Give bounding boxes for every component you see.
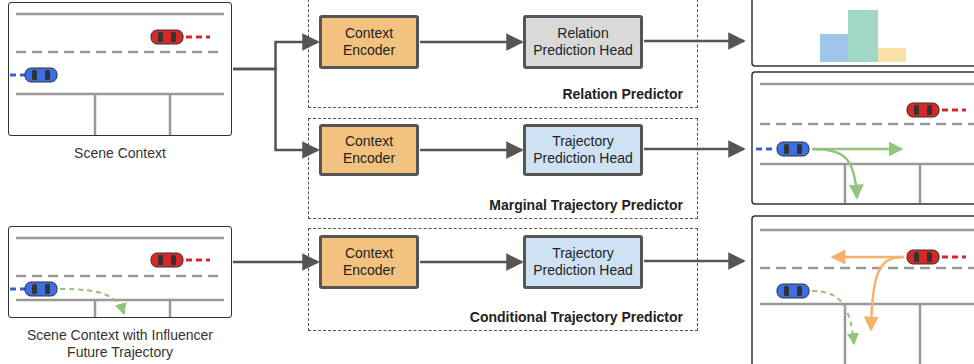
head-box: Trajectory Prediction Head: [523, 235, 643, 289]
encoder-box: Context Encoder: [319, 235, 419, 289]
group-label: Marginal Trajectory Predictor: [489, 197, 683, 214]
blue-car: [25, 68, 57, 82]
connector: [420, 149, 522, 152]
predictor-group: Relation Predictor Context Encoder Relatio…: [308, 0, 698, 108]
box-label: Context Encoder: [328, 25, 410, 59]
box-label: Context Encoder: [328, 133, 410, 167]
blue-car: [777, 284, 809, 298]
blue-car: [777, 142, 809, 156]
red-car: [907, 250, 939, 264]
red-car: [907, 103, 939, 117]
panel-caption: Scene Context with Influencer Future Tra…: [10, 327, 230, 361]
connector: [233, 69, 318, 150]
box-label: Trajectory Prediction Head: [532, 133, 634, 167]
connector: [233, 261, 318, 264]
group-label: Conditional Trajectory Predictor: [470, 309, 683, 326]
panel-caption: Scene Context: [10, 145, 230, 162]
connector: [420, 41, 522, 44]
blue-car: [25, 282, 57, 296]
head-box: Trajectory Prediction Head: [523, 124, 643, 176]
encoder-box: Context Encoder: [319, 15, 419, 69]
box-label: Relation Prediction Head: [532, 25, 634, 59]
red-car: [151, 253, 183, 267]
connector: [420, 261, 522, 264]
encoder-box: Context Encoder: [319, 124, 419, 176]
box-label: Context Encoder: [328, 245, 410, 279]
red-car: [151, 30, 183, 44]
connector: [233, 42, 318, 69]
head-box: Relation Prediction Head: [523, 15, 643, 69]
scene-panel: Scene Context: [8, 2, 232, 136]
predictor-group: Marginal Trajectory Predictor Context Enc…: [308, 118, 698, 219]
group-label: Relation Predictor: [562, 86, 683, 103]
scene-illustration: [10, 238, 224, 317]
box-label: Trajectory Prediction Head: [532, 245, 634, 279]
marginal-output: [752, 72, 974, 204]
predictor-group: Conditional Trajectory Predictor Context …: [308, 228, 698, 331]
relation-histogram: [752, 0, 974, 66]
scene-illustration: [10, 14, 224, 135]
scene-panel: Scene Context with Influencer Future Tra…: [8, 226, 232, 318]
conditional-output: [752, 216, 974, 364]
